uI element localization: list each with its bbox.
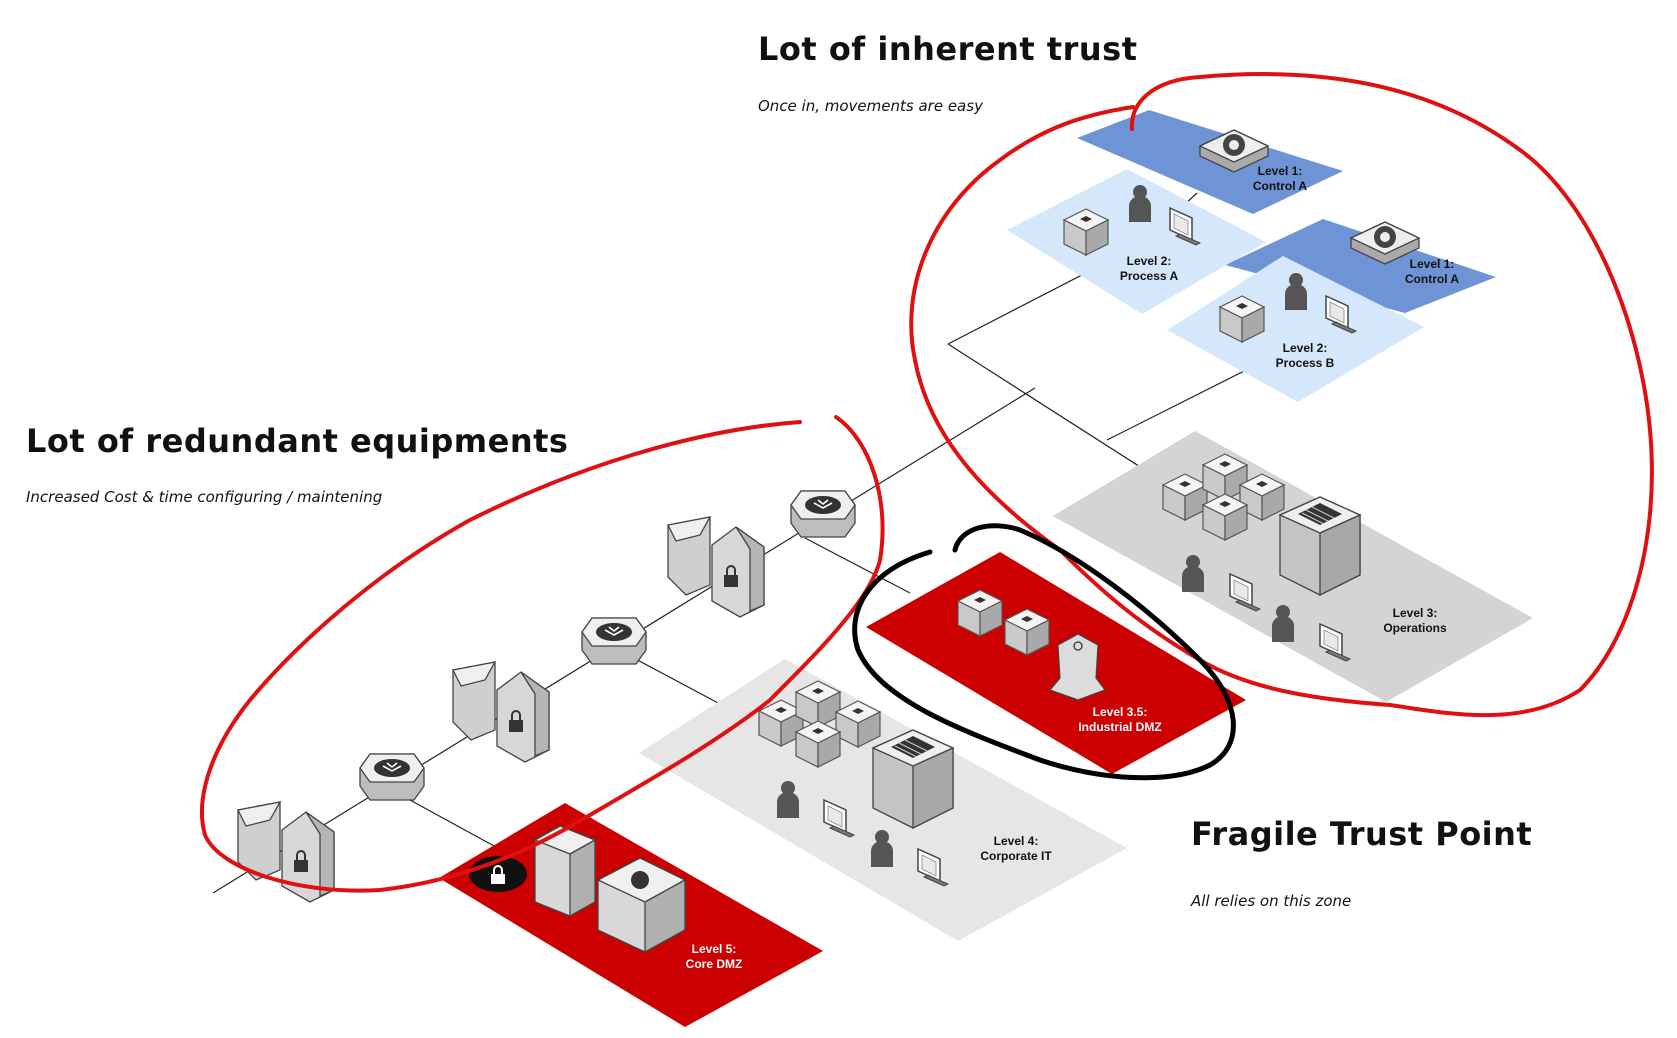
zone-core-dmz-line1: Level 5: bbox=[692, 942, 737, 956]
ids-sensor-icon bbox=[1048, 633, 1106, 701]
zone-operations-line1: Level 3: bbox=[1393, 606, 1438, 620]
zone-core-dmz: Level 5: Core DMZ bbox=[439, 803, 823, 1027]
zone-control-a-2-line1: Level 1: bbox=[1410, 257, 1455, 271]
zone-corporate-it-line2: Corporate IT bbox=[980, 849, 1052, 863]
zone-core-dmz-line2: Core DMZ bbox=[686, 957, 743, 971]
zone-operations: Level 3: Operations bbox=[1053, 431, 1533, 702]
zone-process-b-line2: Process B bbox=[1276, 356, 1335, 370]
redundant-subtitle: Increased Cost & time configuring / main… bbox=[26, 488, 382, 506]
zone-control-a-1: Level 1: Control A bbox=[1077, 110, 1343, 214]
core-server-icon bbox=[533, 825, 597, 918]
zone-control-a-2-line2: Control A bbox=[1405, 272, 1460, 286]
zone-control-a-1-line1: Level 1: bbox=[1258, 164, 1303, 178]
zone-process-a: Level 2: Process A bbox=[1007, 169, 1266, 314]
fragile-subtitle: All relies on this zone bbox=[1190, 892, 1351, 910]
fragile-trust-point-loop bbox=[852, 523, 1236, 781]
zone-control-a-1-line2: Control A bbox=[1253, 179, 1308, 193]
core-proxy-icon bbox=[596, 857, 687, 954]
inherent-trust-subtitle: Once in, movements are easy bbox=[758, 97, 984, 115]
zone-process-b-line1: Level 2: bbox=[1283, 341, 1328, 355]
inherent-trust-loop bbox=[909, 72, 1654, 718]
fragile-title: Fragile Trust Point bbox=[1191, 815, 1532, 853]
firewall-icon bbox=[667, 516, 765, 618]
firewall-icon bbox=[452, 661, 550, 763]
zone-process-a-line1: Level 2: bbox=[1127, 254, 1172, 268]
inherent-trust-title: Lot of inherent trust bbox=[758, 30, 1138, 68]
redundant-title: Lot of redundant equipments bbox=[26, 422, 568, 460]
zone-industrial-dmz-line2: Industrial DMZ bbox=[1078, 720, 1161, 734]
zone-process-a-line2: Process A bbox=[1120, 269, 1179, 283]
router-icon bbox=[359, 753, 425, 801]
router-icon bbox=[581, 617, 647, 665]
zone-industrial-dmz-line1: Level 3.5: bbox=[1093, 705, 1148, 719]
redundant-equipment-loop bbox=[200, 415, 885, 893]
zone-operations-line2: Operations bbox=[1383, 621, 1447, 635]
zone-corporate-it: Level 4: Corporate IT bbox=[639, 659, 1127, 941]
zone-corporate-it-line1: Level 4: bbox=[994, 834, 1039, 848]
zone-control-a-2: Level 1: Control A bbox=[1225, 219, 1496, 313]
zone-industrial-dmz: Level 3.5: Industrial DMZ bbox=[866, 552, 1246, 774]
router-icon bbox=[790, 490, 856, 538]
zone-process-b: Level 2: Process B bbox=[1167, 256, 1424, 402]
